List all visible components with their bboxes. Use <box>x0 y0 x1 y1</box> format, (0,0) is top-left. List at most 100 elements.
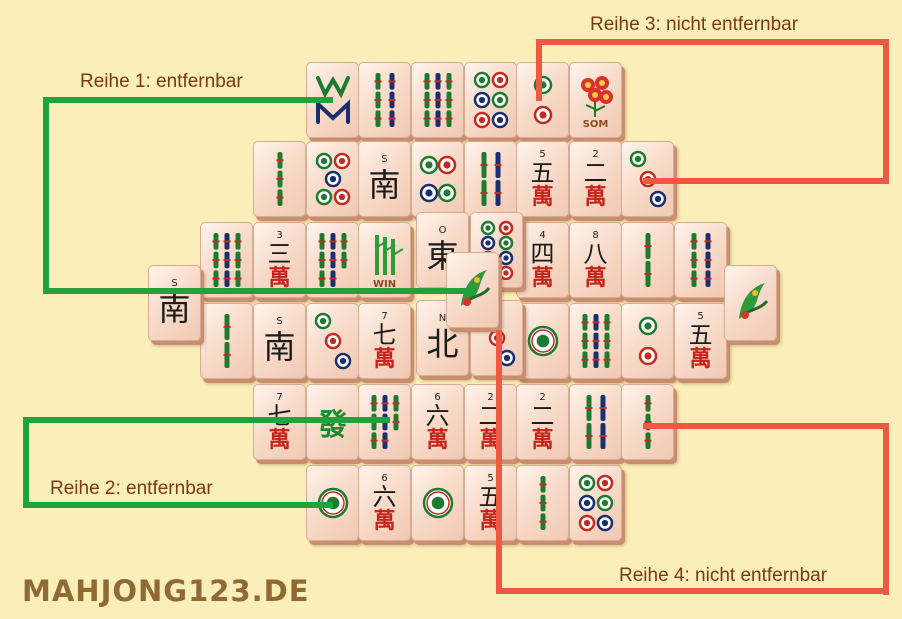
circle-suit-icon <box>473 71 508 129</box>
tile-wan-char: 萬 <box>584 265 607 291</box>
tile-small-numeral: 5 <box>697 310 704 322</box>
mahjong-tile[interactable] <box>464 141 517 217</box>
row1-connector-line <box>43 97 49 294</box>
row3-connector-line <box>883 39 889 184</box>
tile-wan-char: 萬 <box>531 265 554 291</box>
tile-small-numeral: 8 <box>592 229 599 241</box>
mahjong-tile[interactable]: SOM <box>569 62 622 138</box>
tile-wind-char: 北 <box>426 324 459 363</box>
mahjong-tile[interactable] <box>306 141 359 217</box>
mahjong-tile[interactable] <box>411 141 464 217</box>
tile-small-letter: S <box>276 315 283 327</box>
tile-small-numeral: 2 <box>487 391 494 403</box>
tile-number-char: 五 <box>530 158 555 187</box>
row4-connector-line <box>496 588 889 594</box>
row1-connector-line <box>43 97 333 103</box>
bamboo-suit-icon <box>690 233 711 287</box>
bamboo-suit-icon <box>585 395 606 449</box>
bamboo-suit-icon <box>223 314 230 368</box>
row2-connector-line <box>23 417 390 423</box>
bamboo-suit-icon <box>374 73 395 127</box>
mahjong-tile[interactable] <box>200 303 253 379</box>
circle-suit-icon <box>315 152 350 206</box>
row1-connector-line <box>43 288 473 294</box>
mahjong-tile[interactable] <box>411 465 464 541</box>
tile-small-numeral: 5 <box>487 472 494 484</box>
mahjong-tile[interactable] <box>516 303 569 379</box>
tile-small-letter: N <box>438 312 447 324</box>
mahjong-tile[interactable]: WIN <box>358 222 411 298</box>
row3-connector-line <box>643 178 889 184</box>
mahjong-tile[interactable] <box>411 62 464 138</box>
mahjong-tile[interactable] <box>516 62 569 138</box>
green-dragon-char: 發 <box>317 408 348 443</box>
bamboo-suit-icon <box>423 73 452 127</box>
phoenix-icon <box>460 270 490 306</box>
mahjong-tile[interactable] <box>306 303 359 379</box>
tile-wan-char: 萬 <box>268 427 291 453</box>
mahjong-tile[interactable] <box>253 141 306 217</box>
mahjong-tile[interactable] <box>674 222 727 298</box>
mahjong-tile[interactable] <box>724 265 777 341</box>
bamboo-suit-icon <box>644 233 651 287</box>
tile-small-numeral: 2 <box>592 148 599 160</box>
mahjong-tile[interactable] <box>516 465 569 541</box>
bamboo-suit-icon <box>581 314 610 368</box>
mahjong-tile[interactable] <box>358 62 411 138</box>
circle-suit-icon <box>533 75 552 125</box>
tile-small-numeral: 2 <box>539 391 546 403</box>
row3-label: Reihe 3: nicht entfernbar <box>590 14 799 35</box>
mahjong-tile[interactable] <box>621 303 674 379</box>
tile-number-char: 七 <box>267 401 292 430</box>
circle-suit-icon <box>480 220 513 280</box>
mahjong-tile[interactable] <box>569 465 622 541</box>
mahjong-tile[interactable] <box>200 222 253 298</box>
bamboo-stalk-icon <box>374 234 404 275</box>
circle-suit-icon <box>422 487 453 519</box>
bamboo-suit-icon <box>480 152 501 206</box>
tile-wind-char: 南 <box>263 327 296 366</box>
row4-connector-line <box>643 423 889 429</box>
tile-small-numeral: 6 <box>434 391 441 403</box>
mahjong-tile[interactable] <box>621 222 674 298</box>
tile-wan-char: 萬 <box>479 508 502 534</box>
mahjong-tile[interactable] <box>621 384 674 460</box>
tile-small-numeral: 5 <box>539 148 546 160</box>
mahjong-tile[interactable] <box>464 62 517 138</box>
tile-small-numeral: 4 <box>539 229 546 241</box>
tile-season-word: WIN <box>372 278 397 290</box>
tile-number-char: 五 <box>688 320 713 349</box>
mahjong-tile[interactable] <box>306 222 359 298</box>
phoenix-icon <box>738 283 768 319</box>
bamboo-suit-icon <box>212 233 241 287</box>
tile-number-char: 六 <box>425 401 450 430</box>
tile-season-word: SOM <box>582 118 609 130</box>
mahjong-tile[interactable] <box>569 384 622 460</box>
bamboo-w-icon <box>315 75 350 124</box>
site-logo: MAHJONG123.DE <box>22 574 310 608</box>
tile-wind-char: 南 <box>368 165 401 204</box>
mahjong-tile[interactable] <box>569 303 622 379</box>
row2-connector-line <box>23 417 29 506</box>
tile-small-numeral: 7 <box>276 391 283 403</box>
row2-connector-line <box>23 502 333 508</box>
mahjong-tile[interactable] <box>470 212 523 288</box>
circle-suit-icon <box>578 474 613 532</box>
